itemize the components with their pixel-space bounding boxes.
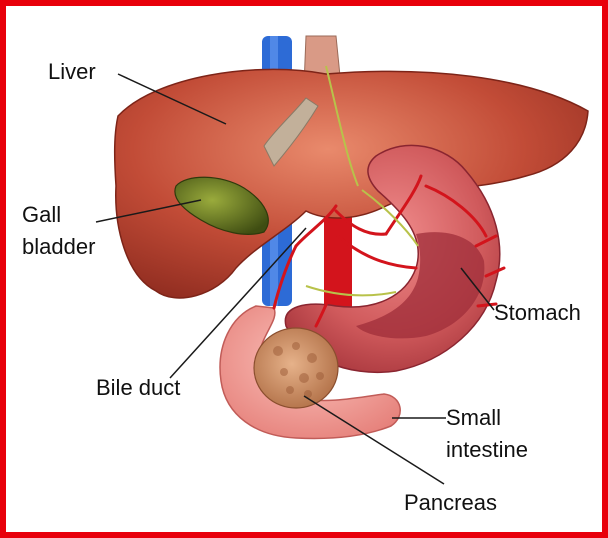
label-stomach: Stomach	[494, 299, 581, 326]
pancreas-shape	[254, 328, 338, 408]
label-liver: Liver	[48, 58, 96, 85]
label-gall-bladder-line1: Gall	[22, 201, 61, 228]
label-small-intestine-line2: intestine	[446, 436, 528, 463]
label-bile-duct: Bile duct	[96, 374, 180, 401]
label-small-intestine-line1: Small	[446, 404, 501, 431]
label-gall-bladder-line2: bladder	[22, 233, 95, 260]
label-pancreas: Pancreas	[404, 489, 497, 516]
